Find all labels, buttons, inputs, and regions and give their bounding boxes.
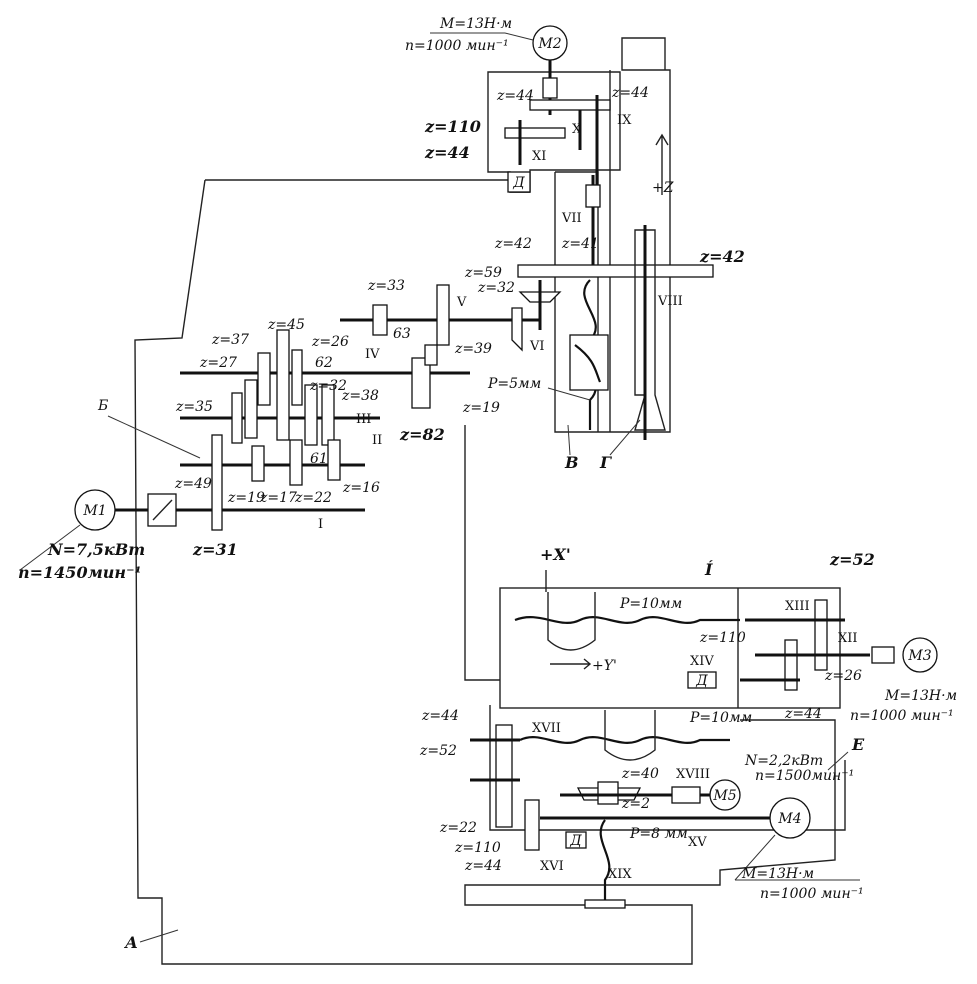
gear-z44-knee-lower: z=44 bbox=[464, 858, 502, 874]
motor-m1-spec2: n=1450мин⁻¹ bbox=[18, 563, 142, 582]
axis-x-label: +X' bbox=[540, 545, 571, 564]
gear-z110-knee: z=110 bbox=[454, 840, 501, 856]
shaft-XIV: XIV bbox=[690, 654, 714, 669]
part-V-column: В bbox=[564, 453, 579, 472]
gear-z35: z=35 bbox=[175, 399, 213, 415]
pitch-p5: P=5мм bbox=[487, 376, 541, 392]
motor-m4-spec2: n=1000 мин⁻¹ bbox=[760, 886, 864, 902]
motor-m2-label: M2 bbox=[537, 36, 561, 52]
gear-z37: z=37 bbox=[211, 332, 249, 348]
motor-m5 bbox=[709, 779, 741, 811]
part-A-bed: А bbox=[124, 933, 138, 952]
gear-z59: z=59 bbox=[464, 265, 502, 281]
motor-m2-spec1: M=13Н·м bbox=[439, 16, 512, 32]
shaft-II: II bbox=[372, 433, 382, 448]
shaft-VIII: VIII bbox=[657, 294, 683, 309]
part-D-head: Д bbox=[512, 175, 525, 191]
shaft-X: X bbox=[572, 122, 582, 137]
shaft-XVI: XVI bbox=[540, 859, 564, 874]
gear-z19-box: z=19 bbox=[227, 490, 265, 506]
part-D-table: Д bbox=[695, 673, 708, 689]
shaft-I: I bbox=[318, 517, 323, 532]
gear-z40: z=40 bbox=[621, 766, 659, 782]
gear-z22-knee: z=22 bbox=[439, 820, 477, 836]
shaft-XI: XI bbox=[532, 149, 546, 164]
gear-z42-right: z=42 bbox=[699, 247, 745, 266]
motor-m3 bbox=[902, 637, 938, 673]
gear-z39: z=39 bbox=[454, 341, 492, 357]
shaft-XII: XII bbox=[838, 631, 858, 646]
block-63: 63 bbox=[393, 326, 411, 342]
shaft-III: III bbox=[356, 412, 371, 427]
motor-m4-spec1: M=13Н·м bbox=[741, 866, 814, 882]
part-I-table: Í bbox=[704, 559, 713, 579]
gear-z45: z=45 bbox=[267, 317, 305, 333]
gear-z32-bevel: z=32 bbox=[477, 280, 515, 296]
gear-z17: z=17 bbox=[259, 490, 297, 506]
gear-z110-table: z=110 bbox=[699, 630, 746, 646]
table-housing bbox=[499, 587, 841, 709]
shaft-VI: VI bbox=[529, 339, 545, 354]
part-D-knee: Д bbox=[569, 833, 582, 849]
motor-m5-spec1: N=2,2кВт bbox=[744, 753, 823, 769]
motor-m2-spec2: n=1000 мин⁻¹ bbox=[405, 38, 509, 54]
gear-z33: z=33 bbox=[367, 278, 405, 294]
motor-m5-label: M5 bbox=[712, 788, 736, 804]
shaft-XVII: XVII bbox=[532, 721, 561, 736]
gear-z26-box: z=26 bbox=[311, 334, 349, 350]
gear-z44-table: z=44 bbox=[784, 706, 822, 722]
motor-m5-spec2: n=1500мин⁻¹ bbox=[755, 768, 854, 784]
column-outline bbox=[554, 37, 671, 433]
gear-z38: z=38 bbox=[341, 388, 379, 404]
motor-m3-label: M3 bbox=[907, 648, 931, 664]
axis-y-label: +Y' bbox=[592, 658, 617, 674]
part-E: Е bbox=[851, 735, 865, 754]
shaft-IV: IV bbox=[365, 347, 380, 362]
shaft-IX: IX bbox=[617, 113, 632, 128]
pitch-p8: P=8 мм bbox=[629, 826, 688, 842]
gear-z110-head: z=110 bbox=[424, 117, 481, 136]
shaft-XIII: XIII bbox=[785, 599, 810, 614]
pitch-p10-knee: P=10мм bbox=[689, 710, 752, 726]
motor-m4-label: M4 bbox=[777, 811, 801, 827]
motor-m3-spec1: M=13Н·м bbox=[884, 688, 957, 704]
gear-z32-box: z=32 bbox=[309, 378, 347, 394]
gear-z82: z=82 bbox=[399, 425, 445, 444]
gear-z42-left: z=42 bbox=[494, 236, 532, 252]
gear-z52-table: z=52 bbox=[829, 550, 875, 569]
gear-z49: z=49 bbox=[174, 476, 212, 492]
gear-z44-knee: z=44 bbox=[421, 708, 459, 724]
gear-z44-head-right: z=44 bbox=[611, 85, 649, 101]
gear-z52-knee: z=52 bbox=[419, 743, 457, 759]
gear-z2: z=2 bbox=[621, 796, 650, 812]
gear-z31: z=31 bbox=[192, 540, 238, 559]
gear-z26-table: z=26 bbox=[824, 668, 862, 684]
shaft-XVIII: XVIII bbox=[676, 767, 710, 782]
gear-z22-box: z=22 bbox=[294, 490, 332, 506]
gear-z19-output: z=19 bbox=[462, 400, 500, 416]
gear-z41: z=41 bbox=[561, 236, 599, 252]
gear-z16: z=16 bbox=[342, 480, 380, 496]
shaft-XIX: XIX bbox=[608, 867, 632, 882]
shaft-V: V bbox=[456, 295, 467, 310]
part-B: Б bbox=[97, 398, 108, 414]
block-61: 61 bbox=[310, 451, 328, 467]
pitch-p10-table: P=10мм bbox=[619, 596, 682, 612]
gear-z27: z=27 bbox=[199, 355, 237, 371]
motor-m1-label: M1 bbox=[82, 503, 106, 519]
part-G-screw: Г bbox=[599, 453, 612, 472]
axis-z-label: +Z bbox=[652, 180, 674, 196]
motor-m1-spec1: N=7,5кВт bbox=[47, 540, 145, 559]
gear-z44-head-left: z=44 bbox=[496, 88, 534, 104]
shaft-VII: VII bbox=[561, 211, 582, 226]
motor-m3-spec2: n=1000 мин⁻¹ bbox=[850, 708, 954, 724]
block-62: 62 bbox=[315, 355, 333, 371]
shaft-XV: XV bbox=[688, 835, 707, 850]
gear-z44-head-lower: z=44 bbox=[424, 143, 470, 162]
